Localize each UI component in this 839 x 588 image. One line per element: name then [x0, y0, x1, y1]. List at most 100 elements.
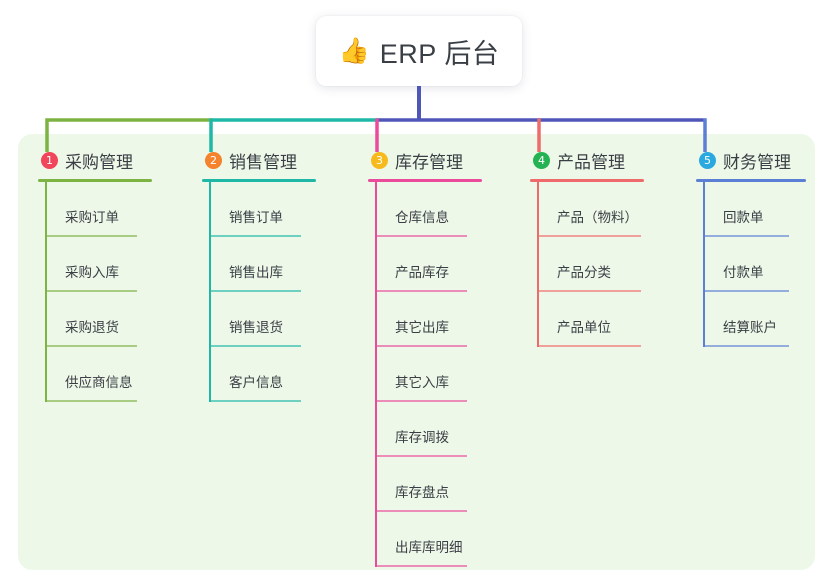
leaf-underline: [209, 345, 301, 347]
leaf-connector-spine: [703, 182, 705, 237]
leaf-underline: [209, 290, 301, 292]
leaf-label: 采购订单: [65, 210, 119, 225]
leaf-underline: [703, 290, 789, 292]
leaf-node[interactable]: 销售退货: [209, 292, 316, 347]
leaf-underline: [375, 290, 467, 292]
leaf-underline: [537, 345, 641, 347]
root-node-card[interactable]: 👍 ERP 后台: [316, 16, 522, 86]
branch-underline: [202, 179, 316, 182]
leaf-label: 供应商信息: [65, 375, 133, 390]
branch-title: 财务管理: [723, 152, 791, 172]
branch-title: 库存管理: [395, 152, 463, 172]
leaf-node[interactable]: 销售订单: [209, 182, 316, 237]
leaf-connector-spine: [209, 237, 211, 292]
leaf-node[interactable]: 付款单: [703, 237, 806, 292]
leaf-underline: [45, 235, 137, 237]
leaf-label: 销售订单: [229, 210, 283, 225]
leaf-connector-spine: [375, 402, 377, 457]
branch-number-badge: 5: [699, 151, 716, 169]
leaf-underline: [537, 235, 641, 237]
leaf-label: 采购入库: [65, 265, 119, 280]
leaf-connector-spine: [537, 237, 539, 292]
leaf-connector-spine: [375, 457, 377, 512]
leaf-connector-spine: [537, 292, 539, 347]
leaf-node[interactable]: 产品库存: [375, 237, 482, 292]
leaf-label: 付款单: [723, 265, 764, 280]
leaf-node[interactable]: 客户信息: [209, 347, 316, 402]
branch-number-badge: 3: [371, 151, 388, 169]
branch-column-1: 1 采购管理采购订单采购入库采购退货供应商信息: [38, 148, 152, 402]
leaf-label: 出库库明细: [395, 540, 463, 555]
leaf-node[interactable]: 出库库明细: [375, 512, 482, 567]
root-node-title: ERP 后台: [379, 38, 500, 69]
thumbs-up-icon: 👍: [338, 36, 370, 65]
leaf-node[interactable]: 仓库信息: [375, 182, 482, 237]
leaf-label: 回款单: [723, 210, 764, 225]
branch-column-3: 3 库存管理仓库信息产品库存其它出库其它入库库存调拨库存盘点出库库明细: [368, 148, 482, 567]
branch-children-list: 采购订单采购入库采购退货供应商信息: [45, 182, 152, 402]
leaf-label: 产品库存: [395, 265, 449, 280]
branch-underline: [38, 179, 152, 182]
leaf-underline: [703, 345, 789, 347]
leaf-node[interactable]: 采购退货: [45, 292, 152, 347]
branch-number-badge: 2: [205, 151, 222, 169]
leaf-label: 结算账户: [723, 320, 777, 335]
leaf-node[interactable]: 销售出库: [209, 237, 316, 292]
leaf-underline: [375, 510, 467, 512]
leaf-connector-spine: [375, 182, 377, 237]
branch-header-5[interactable]: 5 财务管理: [696, 148, 806, 172]
leaf-label: 产品单位: [557, 320, 611, 335]
leaf-label: 销售退货: [229, 320, 283, 335]
leaf-label: 库存盘点: [395, 485, 449, 500]
leaf-node[interactable]: 采购订单: [45, 182, 152, 237]
branch-header-3[interactable]: 3 库存管理: [368, 148, 482, 172]
leaf-label: 产品（物料）: [557, 210, 638, 225]
leaf-connector-spine: [209, 292, 211, 347]
leaf-label: 其它入库: [395, 375, 449, 390]
leaf-underline: [375, 235, 467, 237]
leaf-connector-spine: [209, 182, 211, 237]
leaf-node[interactable]: 库存盘点: [375, 457, 482, 512]
leaf-node[interactable]: 供应商信息: [45, 347, 152, 402]
leaf-connector-spine: [45, 182, 47, 237]
branch-title: 产品管理: [557, 152, 625, 172]
leaf-connector-spine: [375, 292, 377, 347]
leaf-connector-spine: [375, 237, 377, 292]
leaf-underline: [537, 290, 641, 292]
leaf-node[interactable]: 产品单位: [537, 292, 644, 347]
leaf-node[interactable]: 回款单: [703, 182, 806, 237]
branch-header-1[interactable]: 1 采购管理: [38, 148, 152, 172]
branch-children-list: 销售订单销售出库销售退货客户信息: [209, 182, 316, 402]
leaf-node[interactable]: 库存调拨: [375, 402, 482, 457]
leaf-label: 仓库信息: [395, 210, 449, 225]
leaf-node[interactable]: 采购入库: [45, 237, 152, 292]
leaf-label: 采购退货: [65, 320, 119, 335]
leaf-underline: [375, 455, 467, 457]
leaf-underline: [375, 565, 467, 567]
branches-panel: [18, 134, 815, 570]
leaf-node[interactable]: 结算账户: [703, 292, 806, 347]
leaf-underline: [209, 400, 301, 402]
branch-column-5: 5 财务管理回款单付款单结算账户: [696, 148, 806, 347]
leaf-node[interactable]: 其它出库: [375, 292, 482, 347]
leaf-node[interactable]: 产品（物料）: [537, 182, 644, 237]
branch-children-list: 产品（物料） 产品分类产品单位: [537, 182, 644, 347]
leaf-node[interactable]: 产品分类: [537, 237, 644, 292]
leaf-label: 库存调拨: [395, 430, 449, 445]
leaf-underline: [375, 345, 467, 347]
branch-children-list: 仓库信息产品库存其它出库其它入库库存调拨库存盘点出库库明细: [375, 182, 482, 567]
leaf-connector-spine: [375, 512, 377, 567]
branch-number-badge: 1: [41, 151, 58, 169]
leaf-underline: [45, 290, 137, 292]
branch-title: 采购管理: [65, 152, 133, 172]
leaf-connector-spine: [45, 347, 47, 402]
leaf-node[interactable]: 其它入库: [375, 347, 482, 402]
leaf-underline: [209, 235, 301, 237]
leaf-connector-spine: [209, 347, 211, 402]
leaf-connector-spine: [45, 237, 47, 292]
